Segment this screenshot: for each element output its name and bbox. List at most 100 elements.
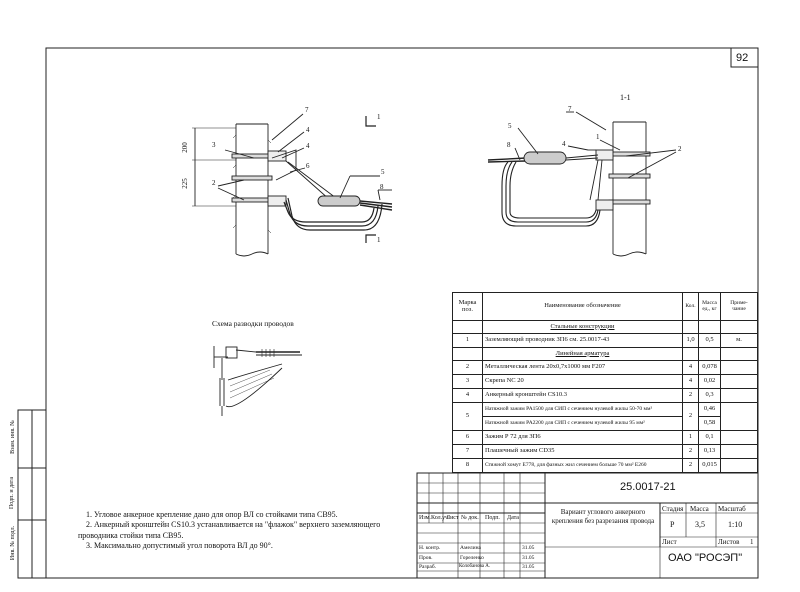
callout-right-5: 5 <box>508 122 512 130</box>
section-steel: Стальные конструкции <box>482 320 683 334</box>
row-4-qty: 2 <box>682 388 699 403</box>
callout-left-8: 8 <box>380 183 384 191</box>
row-5b-name: Натяжной зажим PA2200 для СИП с сечением… <box>482 416 683 431</box>
mass-label: Масса <box>690 505 709 513</box>
row-3-qty: 4 <box>682 374 699 389</box>
row-1-mass: 0,5 <box>698 333 721 348</box>
row-5-qty: 2 <box>682 402 699 431</box>
signer-2-name: Гореленко <box>460 555 484 561</box>
callout-right-7: 7 <box>568 105 572 113</box>
signer-3-name: Колобанова А. <box>459 564 491 569</box>
section-mark-bottom: 1 <box>377 236 381 244</box>
signer-2-date: 31.05 <box>522 555 535 561</box>
row-5b-mass: 0,58 <box>698 416 721 431</box>
stamp-vzam-inv: Взам. инв. № <box>9 420 16 454</box>
callout-right-1: 1 <box>596 133 600 141</box>
row-2-name: Металлическая лента 20х0,7х1000 мм F207 <box>482 360 683 375</box>
callout-left-2: 2 <box>212 179 216 187</box>
row-5-pos: 5 <box>452 402 483 431</box>
callout-left-5: 5 <box>381 168 385 176</box>
row-8-pos: 8 <box>452 458 483 473</box>
change-header-kol: Кол.уч. <box>431 515 450 521</box>
sheets-count: 1 <box>750 538 754 546</box>
title-block-lines <box>416 472 759 579</box>
row-3-pos: 3 <box>452 374 483 389</box>
row-8-qty: 2 <box>682 458 699 473</box>
row-1-pos: 1 <box>452 333 483 348</box>
callout-left-6: 6 <box>306 162 310 170</box>
callout-left-4b: 4 <box>306 142 310 150</box>
row-5-name: Натяжной зажим PA1500 для СИП с сечением… <box>482 402 683 417</box>
tension-clamp-left <box>317 195 361 207</box>
section-label: 1-1 <box>620 93 631 102</box>
note-2: 2. Анкерный кронштейн CS10.3 устанавлива… <box>78 520 381 540</box>
signer-1-name: Амелина <box>460 545 481 551</box>
row-7-qty: 2 <box>682 444 699 459</box>
stage-value: Р <box>670 520 675 529</box>
header-pos: Марка поз. <box>452 292 483 321</box>
left-detail-view <box>192 113 393 257</box>
scale-label: Масштаб <box>718 505 746 513</box>
row-2-mass: 0,078 <box>698 360 721 375</box>
general-notes: 1. Угловое анкерное крепление дано для о… <box>78 510 418 551</box>
specification-table: Марка поз. Наименование обозначение Кол.… <box>452 292 758 473</box>
change-header-doc: № док. <box>461 515 479 521</box>
tension-clamp-right <box>523 151 567 165</box>
row-6-mass: 0,1 <box>698 430 721 445</box>
row-4-mass: 0,3 <box>698 388 721 403</box>
row-1-qty: 1,0 <box>682 333 699 348</box>
row-4-pos: 4 <box>452 388 483 403</box>
row-2-qty: 4 <box>682 360 699 375</box>
row-3-name: Скрепа NC 20 <box>482 374 683 389</box>
scheme-title: Схема разводки проводов <box>212 319 294 328</box>
sheets-label: Листов <box>718 538 740 546</box>
row-2-pos: 2 <box>452 360 483 375</box>
callout-right-8: 8 <box>507 141 511 149</box>
row-5-mass: 0,46 <box>698 402 721 417</box>
sheet-frame <box>45 47 759 579</box>
callout-right-4: 4 <box>562 140 566 148</box>
row-6-pos: 6 <box>452 430 483 445</box>
header-mass: Масса ед., кг <box>698 292 721 321</box>
callout-left-7: 7 <box>305 106 309 114</box>
row-6-qty: 1 <box>682 430 699 445</box>
row-4-name: Анкерный кронштейн CS10.3 <box>482 388 683 403</box>
note-1: 1. Угловое анкерное крепление дано для о… <box>86 510 338 519</box>
row-6-name: Зажим Р 72 для ЗП6 <box>482 430 683 445</box>
change-header-list: Лист <box>446 515 459 521</box>
signer-3-role: Разраб. <box>419 564 437 570</box>
row-1-name: Заземляющий проводник ЗП6 см. 25.0017-43 <box>482 333 683 348</box>
row-1-note: м. <box>720 333 758 348</box>
right-section-view <box>487 111 677 257</box>
sheet-number: 92 <box>736 52 749 64</box>
change-header-izm: Изм. <box>419 515 431 521</box>
row-3-mass: 0,02 <box>698 374 721 389</box>
wiring-scheme <box>213 346 302 416</box>
stamp-inv-podl: Инв. № подл. <box>10 525 17 561</box>
change-header-date: Дата <box>507 515 519 521</box>
mass-value: 3,5 <box>695 520 705 529</box>
header-note: Приме- чание <box>720 292 758 321</box>
dimension-200: 200 <box>180 142 189 153</box>
row-7-name: Плашечный зажим CD35 <box>482 444 683 459</box>
change-header-sign: Подп. <box>485 515 500 521</box>
doc-number: 25.0017-21 <box>620 481 676 493</box>
stamp-podp-data: Подп. и дата <box>9 476 16 510</box>
sheet-number-box <box>730 47 759 68</box>
row-7-mass: 0,13 <box>698 444 721 459</box>
section-fittings: Линейная арматура <box>482 347 683 361</box>
company-name: ОАО "РОСЭП" <box>668 552 743 564</box>
header-qty: Кол. <box>682 292 699 321</box>
callout-left-4: 4 <box>306 126 310 134</box>
sheet-label: Лист <box>662 538 677 546</box>
row-7-pos: 7 <box>452 444 483 459</box>
signer-1-role: Н. контр. <box>419 545 441 551</box>
section-mark-top: 1 <box>377 113 381 121</box>
callout-right-2: 2 <box>678 145 682 153</box>
signer-1-date: 31.05 <box>522 545 535 551</box>
row-8-mass: 0,015 <box>698 458 721 473</box>
header-name: Наименование обозначение <box>482 292 683 321</box>
note-3: 3. Максимально допустимый угол поворота … <box>86 540 273 550</box>
stage-label: Стадия <box>662 505 684 513</box>
signer-3-date: 31.05 <box>522 564 535 570</box>
